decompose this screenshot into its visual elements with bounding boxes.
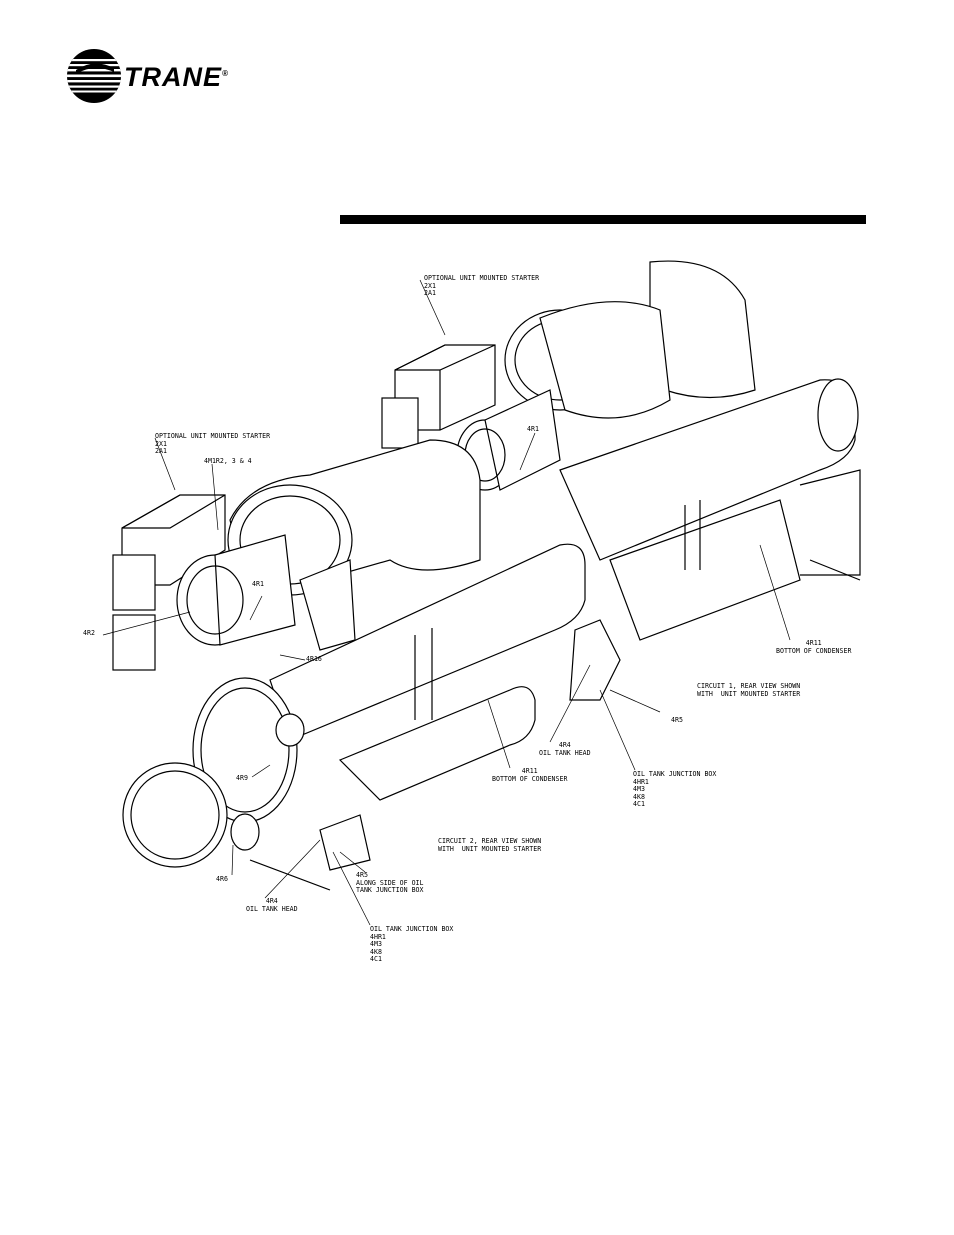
callout-4r9: 4R9 <box>236 774 248 782</box>
callout-4r1-front: 4R1 <box>252 580 264 588</box>
callout-4r6: 4R6 <box>216 875 228 883</box>
callout-4r5-rear: 4R5 <box>671 716 683 724</box>
trane-logo <box>67 49 121 103</box>
callout-4r11-rear: 4R11 BOTTOM OF CONDENSER <box>776 639 852 655</box>
callout-jbox-front: OIL TANK JUNCTION BOX 4HR1 4M3 4K8 4C1 <box>370 925 454 964</box>
brand-name: TRANE® <box>124 62 229 92</box>
callout-motor-rtds: 4M1R2, 3 & 4 <box>204 457 252 465</box>
callout-4r1-rear: 4R1 <box>527 425 539 433</box>
section-rule <box>340 215 866 224</box>
callout-4r4-front: 4R4 OIL TANK HEAD <box>246 897 298 913</box>
callout-4r16: 4R16 <box>306 655 322 663</box>
callout-rear-starter: OPTIONAL UNIT MOUNTED STARTER 2X1 2A1 <box>424 274 540 298</box>
callout-jbox-rear: OIL TANK JUNCTION BOX 4HR1 4M3 4K8 4C1 <box>633 770 717 809</box>
callout-circuit-2: CIRCUIT 2, REAR VIEW SHOWN WITH UNIT MOU… <box>438 837 542 853</box>
callout-circuit-1: CIRCUIT 1, REAR VIEW SHOWN WITH UNIT MOU… <box>697 682 801 698</box>
callout-4r11-front: 4R11 BOTTOM OF CONDENSER <box>492 767 568 783</box>
callout-front-starter: OPTIONAL UNIT MOUNTED STARTER 2X1 2A1 <box>155 432 271 456</box>
callout-4r5-front: 4R5 ALONG SIDE OF OIL TANK JUNCTION BOX <box>356 871 424 895</box>
rear-starter <box>381 344 496 449</box>
chiller-drawing <box>102 260 861 926</box>
callout-4r2: 4R2 <box>83 629 95 637</box>
callout-4r4-rear: 4R4 OIL TANK HEAD <box>539 741 591 757</box>
